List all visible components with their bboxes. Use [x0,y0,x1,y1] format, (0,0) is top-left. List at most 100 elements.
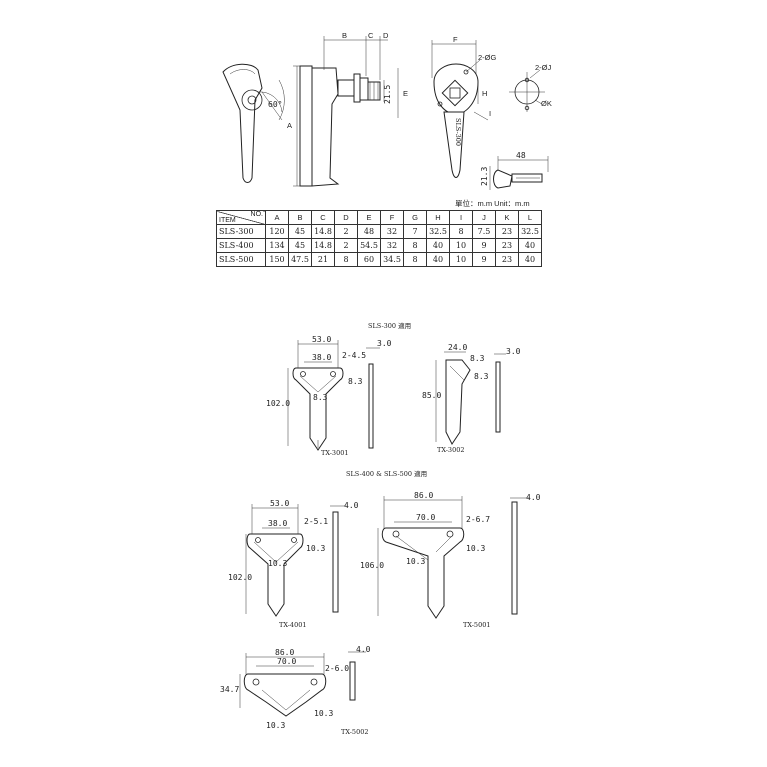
dim-F-label: F [453,35,458,44]
spec-value-cell: 40 [426,238,450,253]
spec-column-header: G [403,210,427,225]
tx4001-stem: 10.3 [268,559,287,568]
spec-value-cell: 48 [357,224,381,239]
handle-side-view: A B C D 21.5 E [287,31,408,187]
spec-value-cell: 10 [449,238,473,253]
section-label-sls400-500: SLS-400 & SLS-500 適用 [346,470,428,478]
spec-column-header: C [311,210,335,225]
tx5002-arm2: 10.3 [266,721,285,730]
tx4001-arm: 10.3 [306,544,325,553]
spec-value-cell: 7 [403,224,427,239]
tx5001-caption: TX-5001 [463,621,490,629]
spec-value-cell: 40 [518,252,542,267]
tx3001-outer-width: 53.0 [312,335,331,344]
spec-column-header: D [334,210,358,225]
spec-model-cell: SLS-500 [216,252,266,267]
tx4001-outer-width: 53.0 [270,499,289,508]
spec-column-header: J [472,210,496,225]
dim-K-label: ØK [541,99,552,108]
tx5002-inner-width: 70.0 [277,657,296,666]
spec-value-cell: 45 [288,224,312,239]
tx5001-stem: 10.3 [406,557,425,566]
dim-I-label: I [489,109,491,118]
units-label: 單位：m.m Unit：m.m [455,199,530,208]
spec-column-header: B [288,210,312,225]
tx4001-holes: 2-5.1 [304,517,328,526]
tx-5002-drawing: 86.0 70.0 2-6.0 10.3 10.3 34.7 4.0 TX-50… [220,645,371,736]
tx4001-caption: TX-4001 [279,621,306,629]
spec-model-cell: SLS-300 [216,224,266,239]
tx5001-inner-width: 70.0 [416,513,435,522]
handle-front-view: 60° [222,63,285,183]
spec-value-cell: 45 [288,238,312,253]
spec-value-cell: 40 [426,252,450,267]
spec-value-cell: 9 [472,252,496,267]
spec-corner-item: ITEM [219,217,236,224]
spec-value-cell: 8 [403,252,427,267]
key-view: 48 21.3 [480,151,549,190]
dim-G-label: 2-ØG [478,53,497,62]
spec-model-cell: SLS-400 [216,238,266,253]
handle-back-view: F SLS-300 2-ØG H I [431,35,497,178]
spec-value-cell: 8 [449,224,473,239]
spec-column-header: K [495,210,519,225]
spec-value-cell: 7.5 [472,224,496,239]
tx3001-stem: 8.3 [313,393,328,402]
tx5001-height: 106.0 [360,561,384,570]
section-label-sls300: SLS-300 適用 [368,322,412,330]
tx3002-width: 24.0 [448,343,467,352]
tx-5001-drawing: 86.0 70.0 2-6.7 10.3 10.3 106.0 4.0 TX-5… [360,491,541,629]
tx5002-arm: 10.3 [314,709,333,718]
tx5001-thickness: 4.0 [526,493,541,502]
spec-value-cell: 23 [495,224,519,239]
tx3001-height: 102.0 [266,399,290,408]
tx5001-outer-width: 86.0 [414,491,433,500]
tx3002-caption: TX-3002 [437,446,464,454]
svg-text:SLS-300: SLS-300 [454,118,462,146]
spec-value-cell: 32.5 [518,224,542,239]
spec-value-cell: 14.8 [311,224,335,239]
spec-value-cell: 32.5 [426,224,450,239]
tx3002-height: 85.0 [422,391,441,400]
angle-label: 60° [268,100,282,109]
spec-value-cell: 9 [472,238,496,253]
tx-4001-drawing: 53.0 38.0 2-5.1 10.3 10.3 102.0 4.0 TX-4… [228,499,359,629]
tx3001-holes: 2-4.5 [342,351,366,360]
spec-value-cell: 40 [518,238,542,253]
spec-value-cell: 8 [334,252,358,267]
tx4001-inner-width: 38.0 [268,519,287,528]
spec-value-cell: 10 [449,252,473,267]
tx4001-thickness: 4.0 [344,501,359,510]
tx5002-outer-width: 86.0 [275,648,294,657]
spec-value-cell: 2 [334,238,358,253]
spec-value-cell: 2 [334,224,358,239]
tx5002-caption: TX-5002 [341,728,368,736]
spec-value-cell: 32 [380,238,404,253]
tx-3001-drawing: 53.0 38.0 2-4.5 8.3 8.3 102.0 3.0 TX-300… [266,335,392,457]
key-length-label: 48 [516,151,526,160]
spec-value-cell: 32 [380,224,404,239]
dim-A-label: A [287,121,292,130]
tx3001-thickness: 3.0 [377,339,392,348]
dim-B-label: B [342,31,347,40]
spec-column-header: I [449,210,473,225]
spec-column-header: L [518,210,542,225]
spec-value-cell: 134 [265,238,289,253]
spec-value-cell: 120 [265,224,289,239]
tx3002-arm2: 8.3 [474,372,489,381]
tx5001-arm: 10.3 [466,544,485,553]
spec-column-header: F [380,210,404,225]
spec-value-cell: 34.5 [380,252,404,267]
tx-3002-drawing: 24.0 8.3 8.3 85.0 3.0 TX-3002 [422,343,521,454]
panel-cutout-view: 2-ØJ ØK [509,63,552,112]
tx4001-height: 102.0 [228,573,252,582]
tx3002-arm1: 8.3 [470,354,485,363]
